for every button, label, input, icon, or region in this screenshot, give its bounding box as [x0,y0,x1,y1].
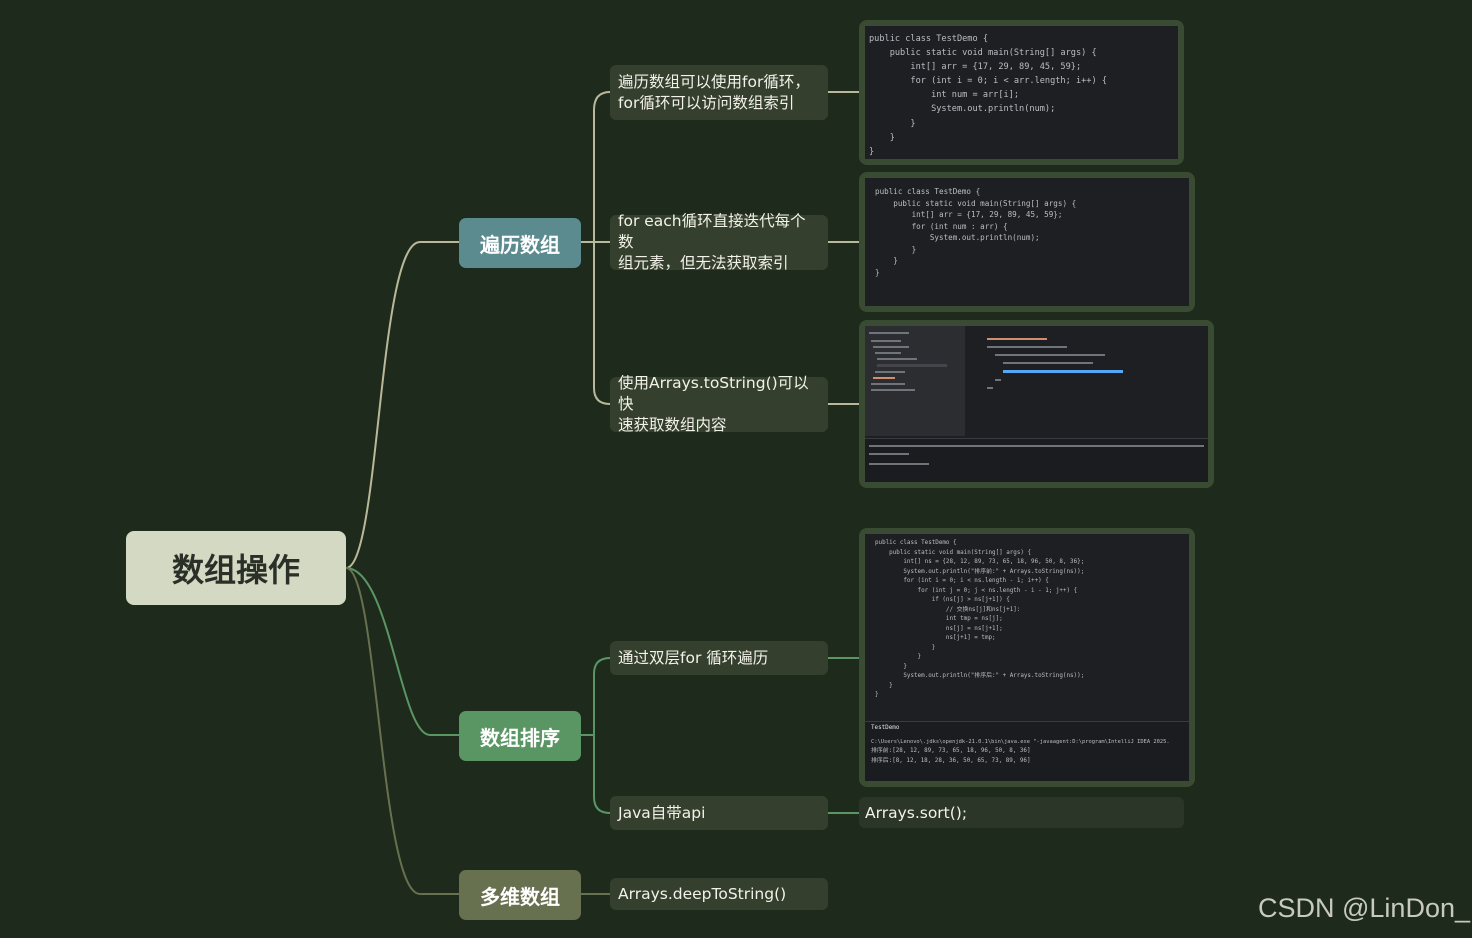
leaf-deep-tostring-label: Arrays.deepToString() [618,884,787,903]
branch-sort-node[interactable]: 数组排序 [459,711,581,761]
code-line: public static void main(String[] args) { [869,48,1097,59]
code-line: public class TestDemo { [869,34,988,44]
code-line: public static void main(String[] args) { [875,549,1032,556]
console-line: 排序后:[8, 12, 18, 28, 36, 50, 65, 73, 89, … [871,757,1031,764]
code-line: int[] arr = {17, 29, 89, 45, 59}; [869,62,1082,73]
code-line: System.out.println("排序前:" + Arrays.toStr… [875,568,1085,575]
leaf-arrays-tostring[interactable]: 使用Arrays.toString()可以快 速获取数组内容 [610,374,828,434]
leaf-for-loop[interactable]: 遍历数组可以使用for循环， for循环可以访问数组索引 [610,65,828,120]
connector-traverse-tostring [593,242,611,405]
code-line: } [869,118,916,129]
code-line: } [875,654,922,660]
ide-console-thumbnail [865,438,1208,482]
console-line: C:\Users\Lenovo\.jdks\openjdk-21.0.1\bin… [871,738,1170,745]
code-line: int[] ns = {28, 12, 89, 73, 65, 18, 96, … [875,559,1085,565]
ide-project-tree [865,326,965,436]
console-tab[interactable]: TestDemo [871,725,900,731]
leaf-for-each[interactable]: for each循环直接迭代每个数 组元素，但无法获取索引 [610,212,828,272]
code-line: } [869,132,895,143]
code-line: } [875,682,893,689]
code-editor-for-loop: public class TestDemo { public static vo… [865,26,1178,159]
code-line: } [875,267,880,277]
connector-root-multi [345,567,459,895]
code-line: public class TestDemo { [875,187,981,196]
code-line: } [869,146,875,157]
leaf-java-api-label: Java自带api [618,803,706,822]
code-line: ns[j+1] = tmp; [875,635,996,641]
connector-sort-api [593,735,611,814]
leaf-for-each-line1: for each循环直接迭代每个数 [618,212,806,251]
connector-root-traverse [345,241,459,569]
code-line: } [875,256,898,265]
ide-editor-thumbnail [969,334,1208,434]
code-screenshot-bubble-sort: public class TestDemo { public static vo… [859,528,1195,787]
ide-screenshot-arrays-tostring [859,320,1214,488]
code-line: int tmp = ns[j]; [875,616,1003,622]
arrays-sort-note[interactable]: Arrays.sort(); [859,797,1184,828]
code-line: // 交换ns[j]和ns[j+1]: [875,606,1021,613]
leaf-for-each-line2: 组元素，但无法获取索引 [618,254,789,272]
connector-sort-double [580,657,611,736]
code-line: int[] arr = {17, 29, 89, 45, 59}; [875,210,1063,219]
code-screenshot-for-each: public class TestDemo { public static vo… [859,172,1195,312]
code-editor-bubble-sort: public class TestDemo { public static vo… [865,534,1189,781]
leaf-double-for[interactable]: 通过双层for 循环遍历 [610,641,828,675]
code-line: } [875,244,917,254]
code-line: } [875,644,936,651]
code-line: public static void main(String[] args) { [875,198,1077,208]
connector-traverse-for [580,91,611,243]
code-line: for (int j = 0; j < ns.length - i - 1; j… [875,587,1078,594]
leaf-double-for-label: 通过双层for 循环遍历 [618,648,769,667]
code-line: for (int num : arr) { [875,221,1008,231]
root-node[interactable]: 数组操作 [126,531,346,605]
code-line: System.out.println("排序后:" + Arrays.toStr… [875,673,1085,679]
connector-root-sort [345,567,459,736]
branch-multi-node[interactable]: 多维数组 [459,870,581,920]
code-line: if (ns[j] > ns[j+1]) { [875,597,1010,603]
code-line: for (int i = 0; i < ns.length - 1; i++) … [875,578,1049,584]
code-line: public class TestDemo { [875,540,957,546]
code-editor-for-each: public class TestDemo { public static vo… [865,178,1189,306]
code-screenshot-for-loop: public class TestDemo { public static vo… [859,20,1184,165]
code-line: ns[j] = ns[j+1]; [875,625,1003,632]
sort-code-area: public class TestDemo { public static vo… [865,534,1189,721]
code-line: int num = arr[i]; [869,90,1020,101]
leaf-arrays-tostring-line2: 速获取数组内容 [618,416,727,434]
leaf-java-api[interactable]: Java自带api [610,796,828,830]
ide-window-thumbnail [865,326,1208,482]
branch-traverse-node[interactable]: 遍历数组 [459,218,581,268]
code-line: System.out.println(num); [875,233,1040,242]
code-line: } [875,692,879,698]
leaf-for-loop-line2: for循环可以访问数组索引 [618,93,795,112]
leaf-for-loop-line1: 遍历数组可以使用for循环， [618,72,810,91]
code-line: } [875,663,907,670]
leaf-deep-tostring[interactable]: Arrays.deepToString() [610,878,828,910]
leaf-arrays-tostring-line1: 使用Arrays.toString()可以快 [618,374,809,413]
console-line: 排序前:[28, 12, 89, 73, 65, 18, 96, 50, 8, … [871,748,1031,754]
code-line: for (int i = 0; i < arr.length; i++) { [869,76,1107,87]
sort-console: TestDemo C:\Users\Lenovo\.jdks\openjdk-2… [865,721,1189,781]
code-line: System.out.println(num); [869,104,1056,115]
watermark: CSDN @LinDon_ [1258,893,1470,923]
